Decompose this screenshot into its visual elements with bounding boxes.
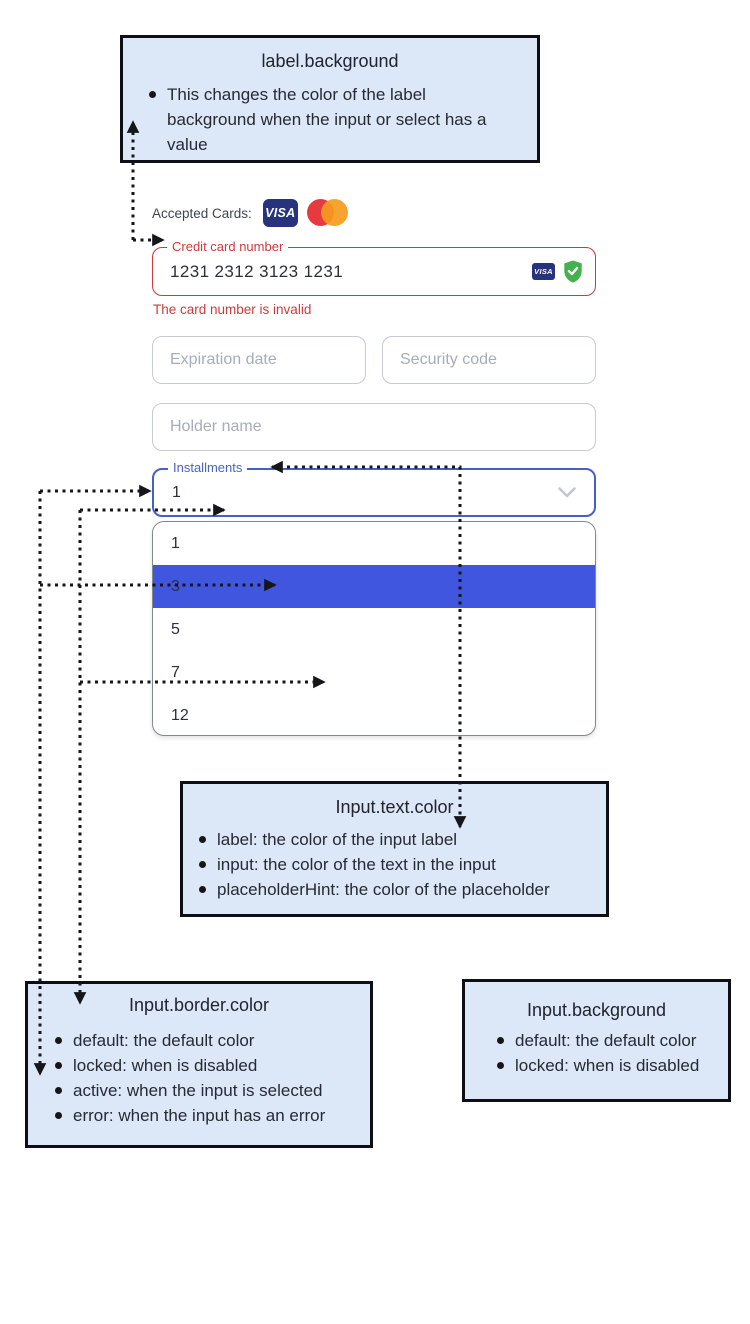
security-code-input[interactable] bbox=[382, 336, 596, 384]
callout-bullet: default: the default color bbox=[53, 1028, 370, 1053]
dropdown-option[interactable]: 5 bbox=[171, 620, 180, 638]
credit-card-input[interactable] bbox=[153, 248, 530, 295]
callout-title: Input.border.color bbox=[128, 995, 270, 1015]
installments-label: Installments bbox=[168, 460, 248, 476]
installments-select[interactable]: Installments 1 bbox=[152, 460, 596, 517]
callout-input-text-color: Input.text.color label: the color of the… bbox=[180, 781, 609, 917]
accepted-cards-row: Accepted Cards: VISA bbox=[152, 198, 348, 228]
callout-bullet: This changes the color of the label back… bbox=[147, 82, 519, 157]
expiration-date-input[interactable] bbox=[152, 336, 366, 384]
callout-bullet-list: This changes the color of the label back… bbox=[123, 82, 537, 157]
card-valid-icon bbox=[564, 260, 582, 283]
callout-bullet: default: the default color bbox=[495, 1028, 728, 1053]
callout-bullet-list: label: the color of the input label inpu… bbox=[183, 827, 606, 902]
installments-value: 1 bbox=[172, 483, 181, 501]
callout-title: Input.background bbox=[526, 1000, 667, 1020]
callout-bullet: locked: when is disabled bbox=[495, 1053, 728, 1078]
dropdown-option[interactable]: 7 bbox=[171, 663, 180, 681]
accepted-cards-label: Accepted Cards: bbox=[152, 205, 252, 221]
dropdown-option-selected[interactable]: 3 bbox=[153, 565, 595, 608]
callout-title: label.background bbox=[261, 51, 399, 71]
mastercard-icon bbox=[302, 199, 348, 227]
callout-label-background: label.background This changes the color … bbox=[120, 35, 540, 163]
holder-name-input[interactable] bbox=[152, 403, 596, 451]
installments-dropdown: 1 3 5 7 12 bbox=[152, 521, 596, 736]
dropdown-option[interactable]: 12 bbox=[171, 706, 189, 724]
callout-bullet: error: when the input has an error bbox=[53, 1103, 370, 1128]
callout-input-border-color: Input.border.color default: the default … bbox=[25, 981, 373, 1148]
chevron-down-icon bbox=[558, 487, 576, 498]
callout-bullet: placeholderHint: the color of the placeh… bbox=[197, 877, 606, 902]
visa-icon: VISA bbox=[532, 263, 555, 280]
credit-card-field[interactable]: Credit card number VISA bbox=[152, 239, 596, 296]
visa-icon: VISA bbox=[262, 199, 298, 227]
callout-bullet-list: default: the default color locked: when … bbox=[28, 1028, 370, 1128]
callout-bullet-list: default: the default color locked: when … bbox=[465, 1028, 728, 1078]
callout-title: Input.text.color bbox=[335, 797, 454, 817]
card-error-message: The card number is invalid bbox=[153, 302, 312, 317]
callout-bullet: locked: when is disabled bbox=[53, 1053, 370, 1078]
callout-bullet: label: the color of the input label bbox=[197, 827, 606, 852]
callout-bullet: active: when the input is selected bbox=[53, 1078, 370, 1103]
dropdown-option[interactable]: 1 bbox=[171, 534, 180, 552]
callout-input-background: Input.background default: the default co… bbox=[462, 979, 731, 1102]
callout-bullet: input: the color of the text in the inpu… bbox=[197, 852, 606, 877]
